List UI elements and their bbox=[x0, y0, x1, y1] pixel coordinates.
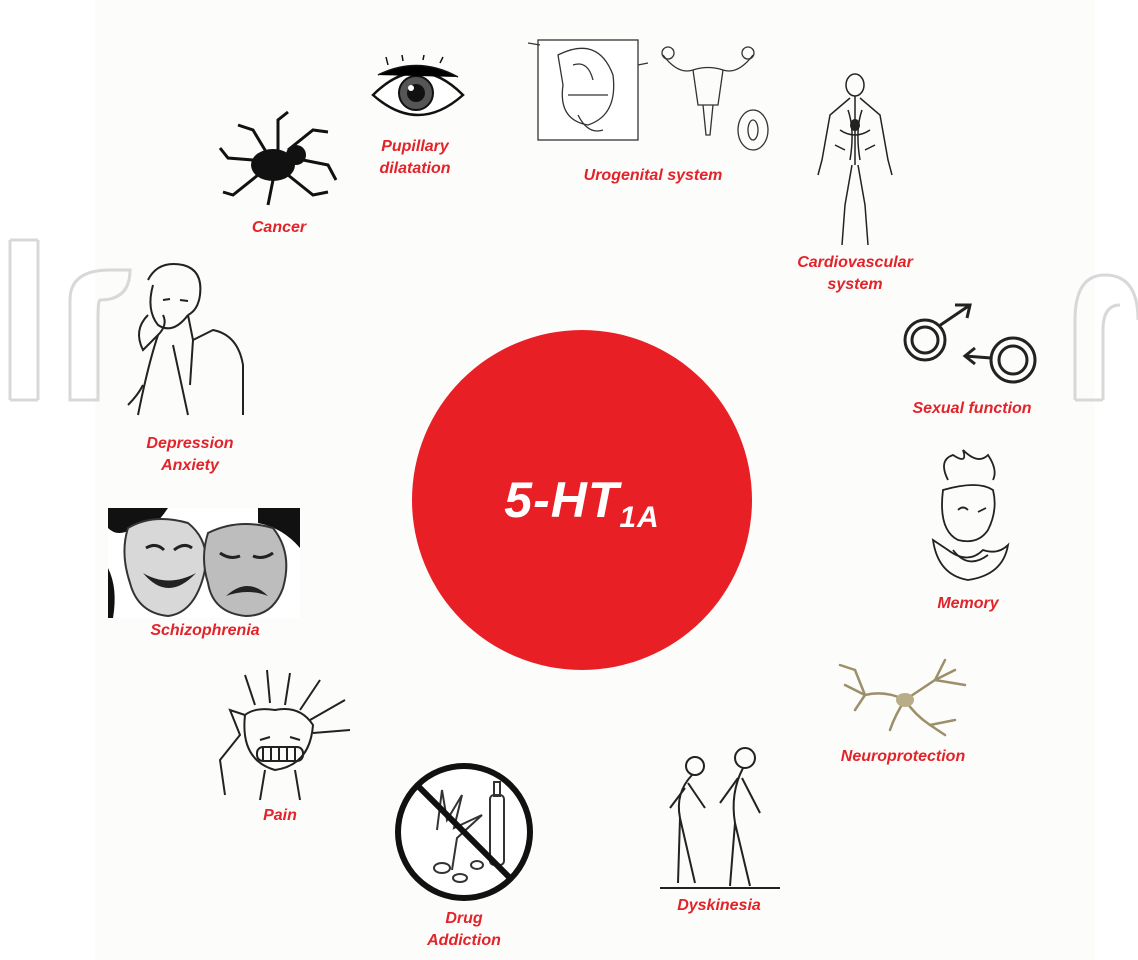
circulatory-body-icon bbox=[817, 73, 893, 246]
center-title: 5-HT1A bbox=[504, 472, 660, 534]
label-cancer: Cancer bbox=[251, 219, 307, 236]
label-dyskinesia: Dyskinesia bbox=[677, 897, 761, 914]
center-receptor-circle: 5-HT1A bbox=[412, 330, 752, 670]
label-urogenital: Urogenital system bbox=[583, 167, 723, 184]
no-drugs-icon bbox=[395, 763, 533, 901]
eye-icon bbox=[371, 54, 465, 117]
headache-face-icon bbox=[218, 669, 351, 801]
stooped-figures-icon bbox=[660, 747, 780, 889]
thinking-head-icon bbox=[931, 449, 1010, 581]
distressed-man-icon bbox=[127, 263, 244, 416]
theatre-masks-icon bbox=[108, 508, 300, 618]
label-schizo: Schizophrenia bbox=[150, 622, 260, 639]
label-sexual: Sexual function bbox=[912, 400, 1032, 417]
neuron-icon bbox=[838, 658, 967, 737]
urogenital-anatomy-icon bbox=[527, 39, 769, 151]
spider-icon bbox=[218, 110, 338, 206]
label-pain: Pain bbox=[263, 807, 297, 824]
label-memory: Memory bbox=[937, 595, 999, 612]
gender-symbols-icon bbox=[903, 303, 1037, 384]
label-neuro: Neuroprotection bbox=[840, 748, 966, 765]
